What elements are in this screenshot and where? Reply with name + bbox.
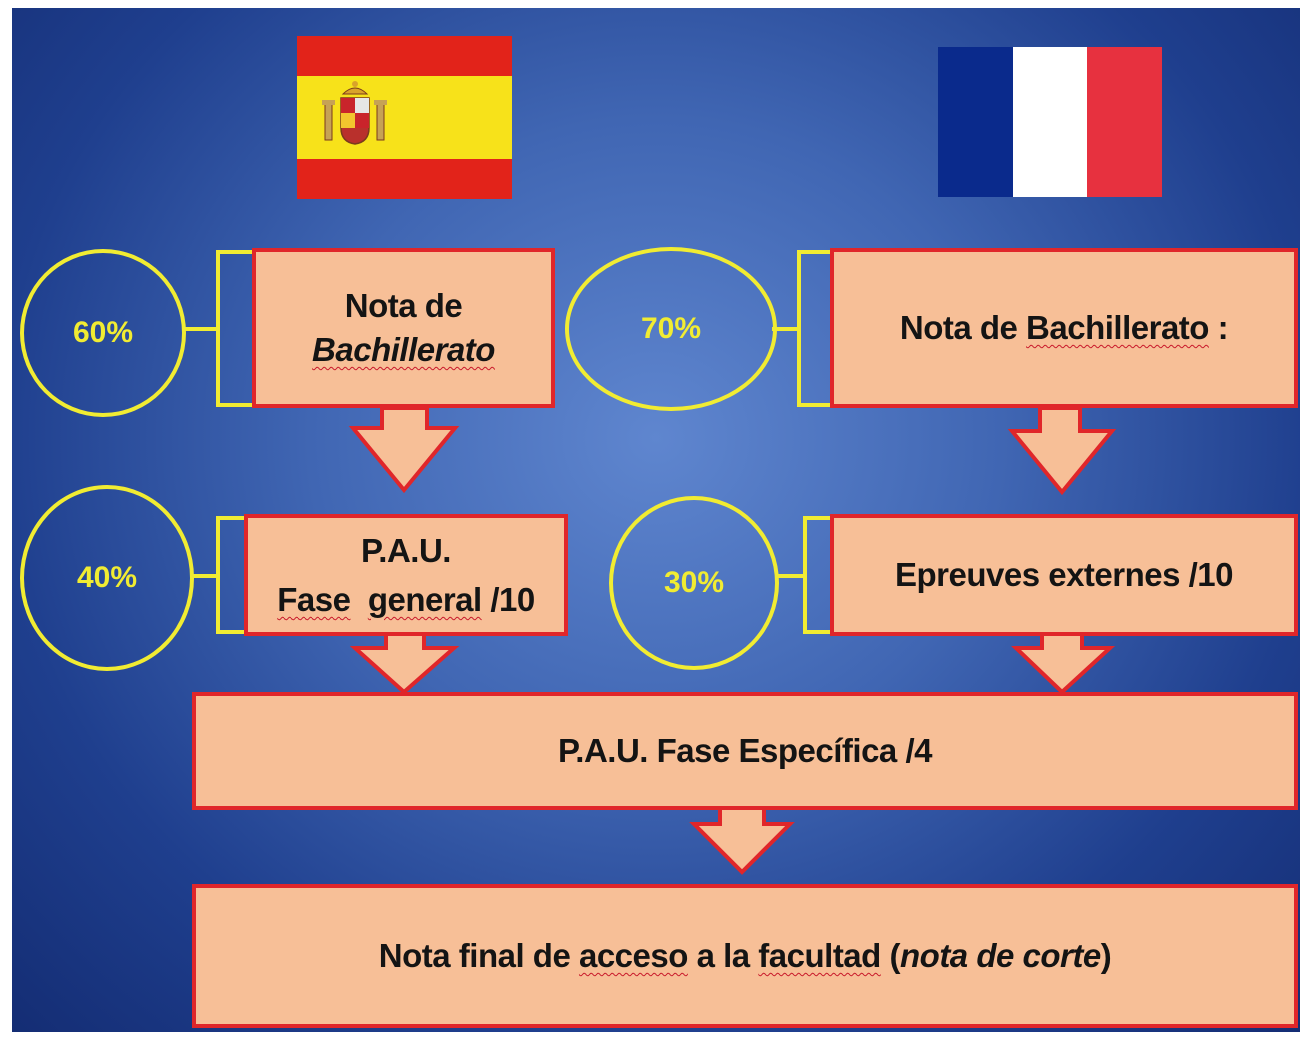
pau-especifica-label: P.A.U. Fase Específica /4 bbox=[558, 732, 932, 770]
percent-circle-70: 70% bbox=[565, 247, 777, 411]
box-epreuves-externes: Epreuves externes /10 bbox=[830, 514, 1298, 636]
bracket-60 bbox=[182, 250, 255, 407]
spain-bachillerato-line2: Bachillerato bbox=[312, 331, 495, 368]
bracket-70 bbox=[772, 250, 832, 407]
france-flag-blue-band bbox=[938, 47, 1013, 197]
epreuves-externes-label: Epreuves externes /10 bbox=[894, 556, 1234, 594]
slide: 60% 70% 40% 30% Nota de Bachillerato Not… bbox=[12, 8, 1300, 1032]
percent-60: 60% bbox=[72, 316, 134, 349]
bracket-40 bbox=[190, 516, 245, 634]
france-flag bbox=[938, 47, 1163, 197]
arrow-france-1 bbox=[1007, 406, 1117, 496]
spain-bachillerato-line1: Nota de bbox=[344, 287, 463, 325]
final-part2: acceso bbox=[578, 937, 688, 975]
box-pau-general: P.A.U. Fase general /10 bbox=[244, 514, 568, 636]
percent-circle-60: 60% bbox=[20, 249, 186, 417]
spanish-coat-of-arms-icon bbox=[322, 81, 387, 145]
percent-circle-30: 30% bbox=[609, 496, 779, 670]
box-pau-especifica: P.A.U. Fase Específica /4 bbox=[192, 692, 1298, 810]
pau-general-line1: P.A.U. bbox=[361, 531, 451, 569]
final-part6: nota de corte bbox=[900, 937, 1101, 975]
spain-flag bbox=[297, 36, 512, 199]
france-flag-red-band bbox=[1087, 47, 1163, 197]
arrow-spain-2 bbox=[349, 632, 460, 695]
final-part4: facultad bbox=[758, 937, 881, 975]
france-bachillerato-label-c: : bbox=[1208, 309, 1229, 347]
arrow-center bbox=[689, 806, 795, 875]
pau-general-fase: Fase bbox=[277, 581, 351, 618]
box-france-bachillerato: Nota de Bachillerato : bbox=[830, 248, 1298, 408]
bracket-30 bbox=[776, 516, 832, 634]
percent-30: 30% bbox=[663, 566, 725, 599]
france-bachillerato-label-a: Nota de bbox=[899, 309, 1018, 347]
france-bachillerato-label-b: Bachillerato bbox=[1026, 309, 1209, 347]
arrow-spain-1 bbox=[348, 406, 460, 494]
percent-circle-40: 40% bbox=[20, 485, 194, 671]
pau-general-score: /10 bbox=[490, 581, 535, 618]
final-part3: a la bbox=[687, 937, 759, 975]
connectors bbox=[182, 250, 1117, 875]
box-nota-final: Nota final de acceso a la facultad (nota… bbox=[192, 884, 1298, 1028]
final-part5: ( bbox=[880, 937, 900, 975]
box-spain-bachillerato: Nota de Bachillerato bbox=[252, 248, 555, 408]
percent-40: 40% bbox=[76, 561, 138, 594]
france-flag-white-band bbox=[1012, 47, 1088, 197]
final-part7: ) bbox=[1100, 937, 1112, 975]
percent-70: 70% bbox=[640, 312, 702, 345]
final-part1: Nota final de bbox=[378, 937, 579, 975]
arrow-france-2 bbox=[1011, 632, 1116, 695]
pau-general-general: general bbox=[367, 581, 482, 618]
